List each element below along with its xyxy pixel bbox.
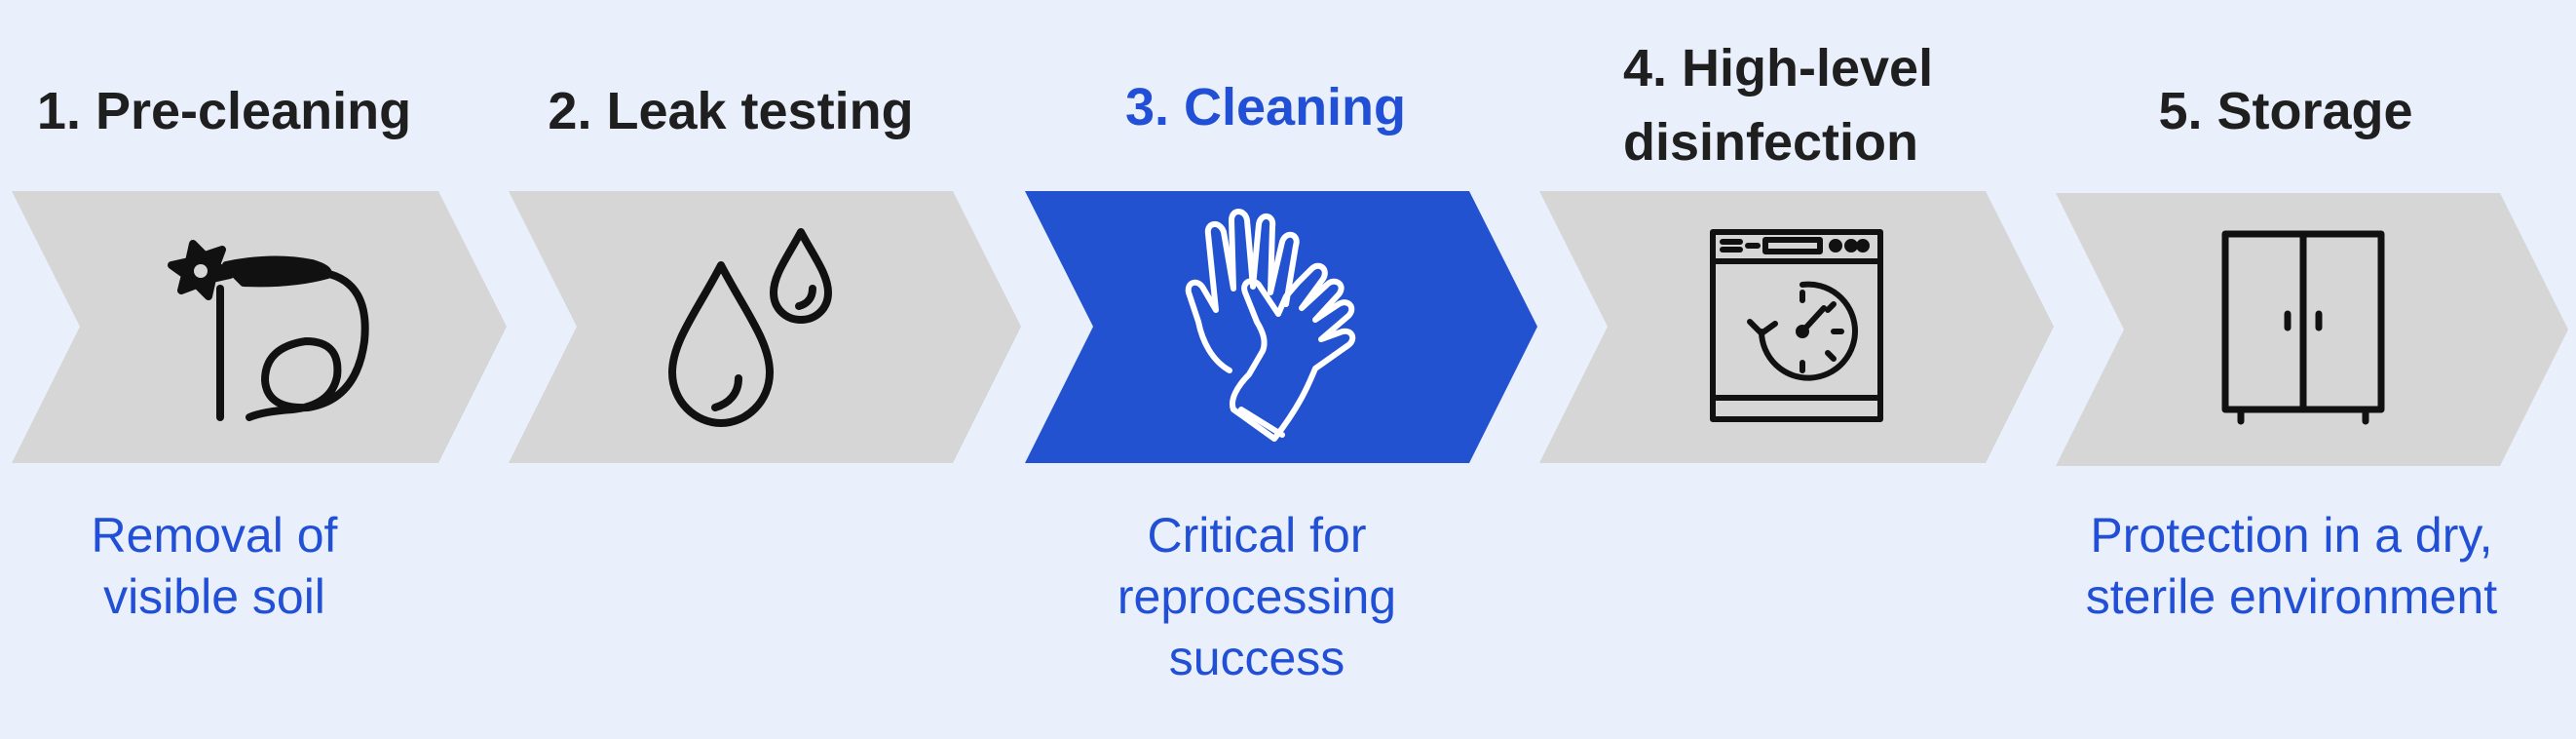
step-5-description: Protection in a dry, sterile environment <box>2044 505 2539 628</box>
step-4-chevron <box>1539 191 2054 463</box>
cabinet-icon <box>2221 230 2385 425</box>
step-3-description-line-3: success <box>1168 631 1345 685</box>
step-4-title: 4. High-level disinfection <box>1623 31 1974 179</box>
step-1-title: 1. Pre-cleaning <box>36 82 412 140</box>
step-3-title: 3. Cleaning <box>1124 78 1407 136</box>
step-3-description-line-2: reprocessing <box>1117 569 1397 624</box>
step-4-title-line-2: disinfection <box>1623 113 1919 172</box>
water-drops-icon <box>668 228 832 427</box>
step-5-chevron <box>2056 193 2568 466</box>
step-5-title: 5. Storage <box>2158 82 2413 140</box>
step-5-description-line-2: sterile environment <box>2085 569 2498 624</box>
step-2-title: 2. Leak testing <box>548 82 914 140</box>
endoscope-icon <box>168 240 369 421</box>
step-5-description-line-1: Protection in a dry, <box>2090 508 2493 563</box>
step-3-description-line-1: Critical for <box>1147 508 1367 563</box>
step-4-title-line-1: 4. High-level <box>1623 39 1934 97</box>
washer-disinfector-icon <box>1710 229 1883 422</box>
step-3-description: Critical for reprocessing success <box>1081 505 1432 689</box>
step-1-description-line-2: visible soil <box>103 569 325 624</box>
gloves-icon <box>1185 209 1356 442</box>
step-3-chevron <box>1025 191 1537 463</box>
step-1-chevron <box>12 191 507 463</box>
step-1-description: Removal of visible soil <box>39 505 390 628</box>
step-1-description-line-1: Removal of <box>91 508 338 563</box>
step-2-chevron <box>509 191 1021 463</box>
